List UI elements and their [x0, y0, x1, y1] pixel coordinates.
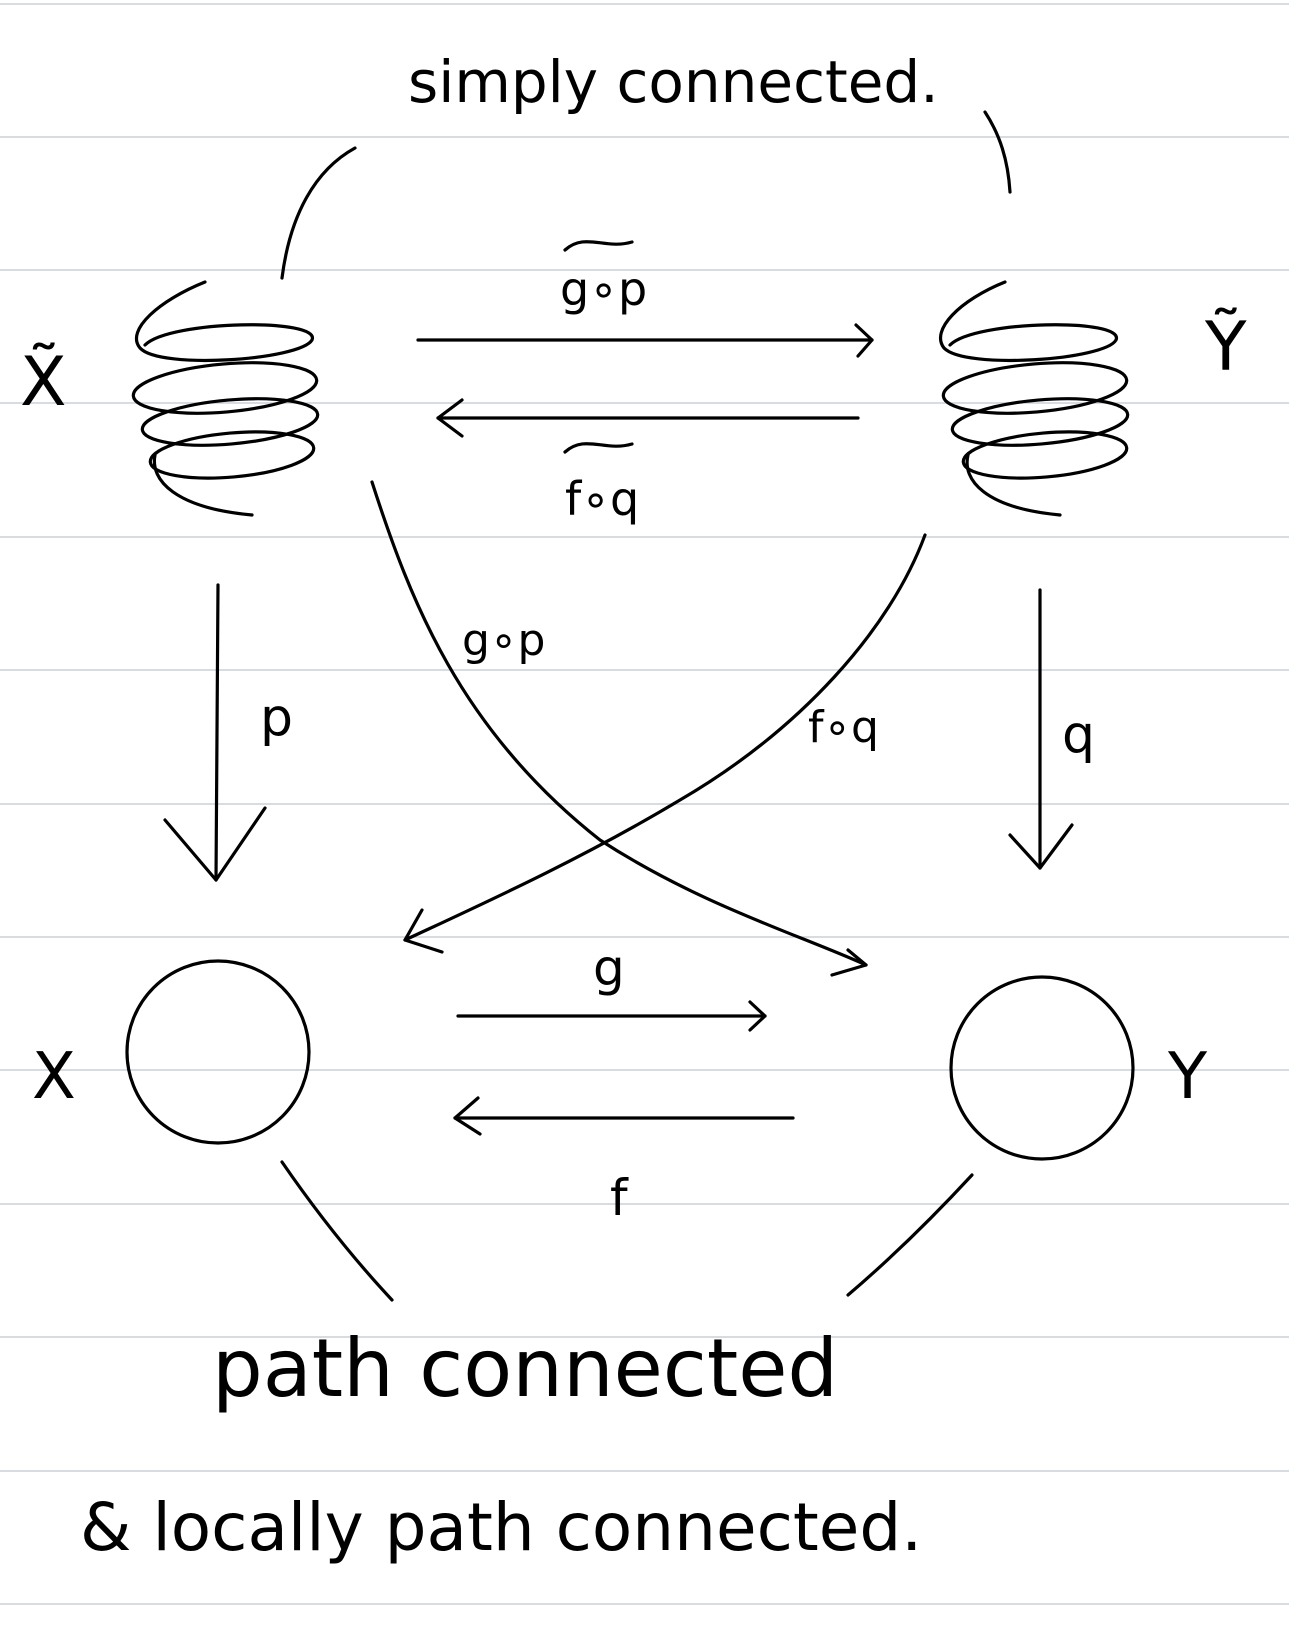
ruled-lines [0, 3, 1289, 1605]
annotation-simply-connected: simply connected. [408, 48, 939, 116]
label-p: p [260, 688, 293, 748]
arrow-g-p-diagonal [370, 480, 868, 977]
bracket-left-bottom [280, 1160, 394, 1302]
node-x-label: X [32, 1040, 76, 1114]
node-x-tilde-label: X̃ [20, 343, 67, 422]
arrow-f [453, 1096, 795, 1136]
arrow-q [1008, 588, 1074, 870]
annotation-path-connected: path connected [212, 1322, 838, 1415]
tilde-over-f-q [563, 442, 634, 454]
y-circle-icon [949, 975, 1135, 1161]
arrow-p [163, 583, 267, 882]
y-tilde-helix-icon [938, 280, 1130, 517]
label-f-q-diagonal: f∘q [808, 702, 879, 753]
label-q: q [1062, 705, 1095, 765]
label-g-p-diagonal: g∘p [462, 615, 545, 666]
arrow-g [456, 1000, 767, 1032]
x-tilde-helix-icon [131, 280, 320, 517]
arrow-g-p-tilde [416, 323, 874, 358]
arrow-f-q-tilde [436, 398, 860, 438]
node-y-label: Y [1167, 1040, 1208, 1114]
bracket-right-top [983, 110, 1012, 194]
x-circle-icon [125, 959, 311, 1145]
bracket-right-bottom [846, 1173, 974, 1297]
annotation-locally-path-connected: & locally path connected. [80, 1489, 922, 1566]
arrow-f-q-diagonal [403, 533, 927, 954]
label-f: f [610, 1169, 629, 1227]
tilde-over-g-p [563, 240, 634, 252]
label-g-p-tilde: g∘p [560, 262, 647, 316]
node-y-tilde-label: Ỹ [1204, 308, 1247, 387]
label-g: g [593, 939, 625, 997]
label-f-q-tilde: f∘q [565, 472, 639, 526]
bracket-left-top [280, 146, 357, 280]
